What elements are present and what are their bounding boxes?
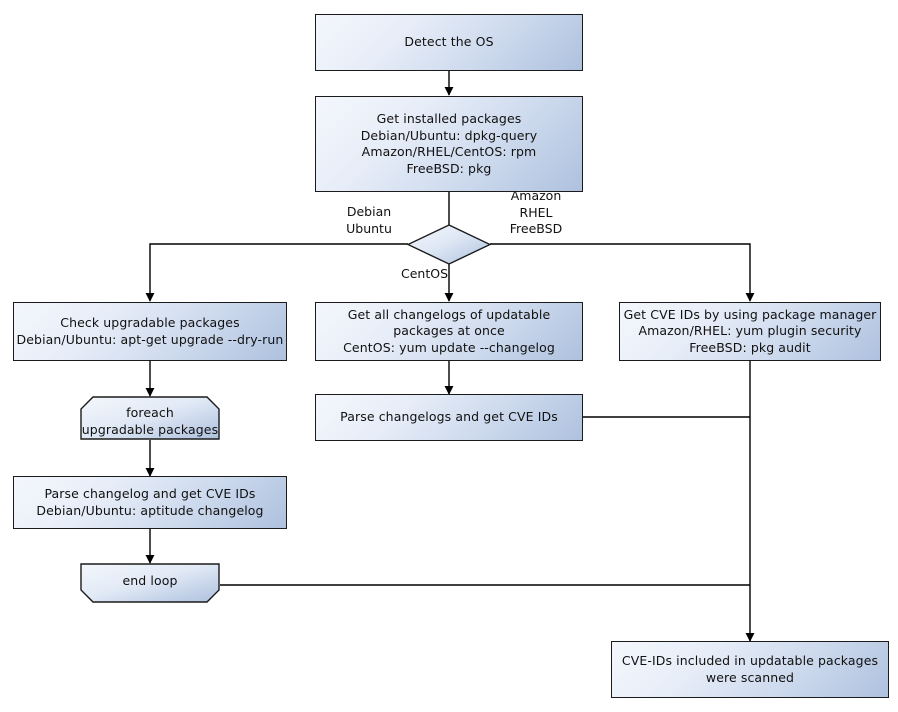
edge-label-amazon-rhel-freebsd: Amazon RHEL FreeBSD	[509, 188, 563, 236]
node-parse-changelog-debian-label: Parse changelog and get CVE IDs Debian/U…	[36, 486, 264, 518]
edge-label-debian-ubuntu: Debian Ubuntu	[346, 204, 392, 236]
node-scanned-result-label: CVE-IDs included in updatable packages w…	[621, 653, 879, 685]
node-get-cve-ids-package-manager[interactable]: Get CVE IDs by using package manager Ama…	[619, 302, 881, 361]
node-get-cve-ids-package-manager-label: Get CVE IDs by using package manager Ama…	[623, 306, 877, 355]
node-parse-changelog-debian[interactable]: Parse changelog and get CVE IDs Debian/U…	[13, 476, 287, 529]
loop-start-shape-icon	[80, 396, 220, 440]
node-detect-os[interactable]: Detect the OS	[315, 14, 583, 71]
loop-end-shape-icon	[80, 563, 220, 603]
node-get-all-changelogs[interactable]: Get all changelogs of updatable packages…	[315, 302, 583, 361]
node-foreach-loop-start[interactable]: foreach upgradable packages	[80, 396, 220, 440]
node-os-decision[interactable]	[407, 224, 491, 265]
edge-label-centos: CentOS	[400, 266, 448, 281]
node-detect-os-label: Detect the OS	[404, 34, 494, 50]
node-get-installed-packages[interactable]: Get installed packages Debian/Ubuntu: dp…	[315, 96, 583, 192]
decision-diamond-icon	[407, 224, 491, 265]
node-get-installed-packages-label: Get installed packages Debian/Ubuntu: dp…	[360, 111, 538, 176]
node-end-loop[interactable]: end loop	[80, 563, 220, 603]
node-scanned-result[interactable]: CVE-IDs included in updatable packages w…	[611, 641, 889, 698]
node-foreach-loop-start-label: foreach upgradable packages	[81, 405, 219, 437]
node-parse-changelogs-centos[interactable]: Parse changelogs and get CVE IDs	[315, 394, 583, 441]
node-parse-changelogs-centos-label: Parse changelogs and get CVE IDs	[340, 409, 558, 425]
edge-decision-to-cve-pkgmgr	[490, 243, 755, 302]
node-end-loop-label: end loop	[122, 572, 178, 588]
node-check-upgradable-packages[interactable]: Check upgradable packages Debian/Ubuntu:…	[13, 302, 287, 361]
node-check-upgradable-packages-label: Check upgradable packages Debian/Ubuntu:…	[16, 315, 284, 347]
node-get-all-changelogs-label: Get all changelogs of updatable packages…	[343, 306, 555, 355]
